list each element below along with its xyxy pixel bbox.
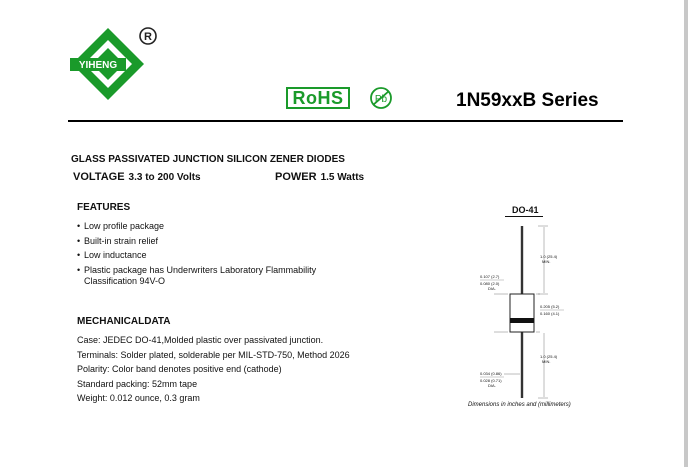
mech-item: Case: JEDEC DO-41,Molded plastic over pa… xyxy=(77,335,324,345)
pb-text: Pb xyxy=(375,94,388,105)
mech-item: Terminals: Solder plated, solderable per… xyxy=(77,349,350,360)
cathode-band xyxy=(510,318,534,323)
dim-body-dia-min: 0.080 (2.0) xyxy=(480,281,500,286)
feature-item: Built-in strain relief xyxy=(77,236,377,247)
feature-item: Low inductance xyxy=(77,250,377,261)
dimension-caption: Dimensions in inches and (millimeters) xyxy=(468,402,571,408)
dim-lead-dia-max: 0.034 (0.86) xyxy=(480,371,502,376)
power-value: 1.5 Watts xyxy=(320,172,365,183)
features-list: Low profile package Built-in strain reli… xyxy=(77,221,377,287)
pb-free-icon: Pb xyxy=(370,87,392,109)
package-underline xyxy=(505,216,543,217)
mech-item: Weight: 0.012 ounce, 0.3 gram xyxy=(77,393,200,404)
header-divider xyxy=(68,120,623,122)
svg-text:R: R xyxy=(144,31,152,43)
dim-lead-dia-label: DIA. xyxy=(488,383,496,388)
features-heading: FEATURES xyxy=(77,202,131,213)
dim-lead-top: 1.0 (25.4) xyxy=(540,254,558,259)
dim-body-len-max: 0.205 (5.2) xyxy=(540,304,560,309)
dim-body-dia-label: DIA. xyxy=(488,286,496,291)
dim-body-dia-max: 0.107 (2.7) xyxy=(480,274,500,279)
dim-body-len-min: 0.160 (4.1) xyxy=(540,311,560,316)
diode-body xyxy=(509,293,535,333)
mechanical-list: Case: JEDEC DO-41,Molded plastic over pa… xyxy=(77,335,407,408)
series-title: 1N59xxB Series xyxy=(456,90,599,111)
mechanical-heading: MECHANICALDATA xyxy=(77,316,171,327)
logo-text: YIHENG xyxy=(79,60,118,71)
rohs-badge: RoHS xyxy=(286,87,350,109)
page-edge xyxy=(684,0,688,467)
product-subtitle: GLASS PASSIVATED JUNCTION SILICON ZENER … xyxy=(71,154,345,165)
feature-item: Low profile package xyxy=(77,221,377,232)
mech-item: Standard packing: 52mm tape xyxy=(77,378,198,389)
dim-lead-top-min: MIN. xyxy=(542,259,550,264)
power-label: POWER xyxy=(275,171,317,183)
dim-lead-bottom: 1.0 (25.4) xyxy=(540,354,558,359)
dim-lead-bottom-min: MIN. xyxy=(542,359,550,364)
dim-lead-dia-min: 0.028 (0.71) xyxy=(480,378,502,383)
mech-item: Polarity: Color band denotes positive en… xyxy=(77,364,282,375)
voltage-label: VOLTAGE xyxy=(73,171,125,183)
feature-item: Plastic package has Underwriters Laborat… xyxy=(77,265,377,287)
yiheng-logo: YIHENG R xyxy=(70,27,157,100)
package-name: DO-41 xyxy=(512,205,539,215)
do41-dimension-drawing: 1.0 (25.4) MIN. 0.107 (2.7) 0.080 (2.0) … xyxy=(480,225,564,399)
voltage-value: 3.3 to 200 Volts xyxy=(128,172,201,183)
